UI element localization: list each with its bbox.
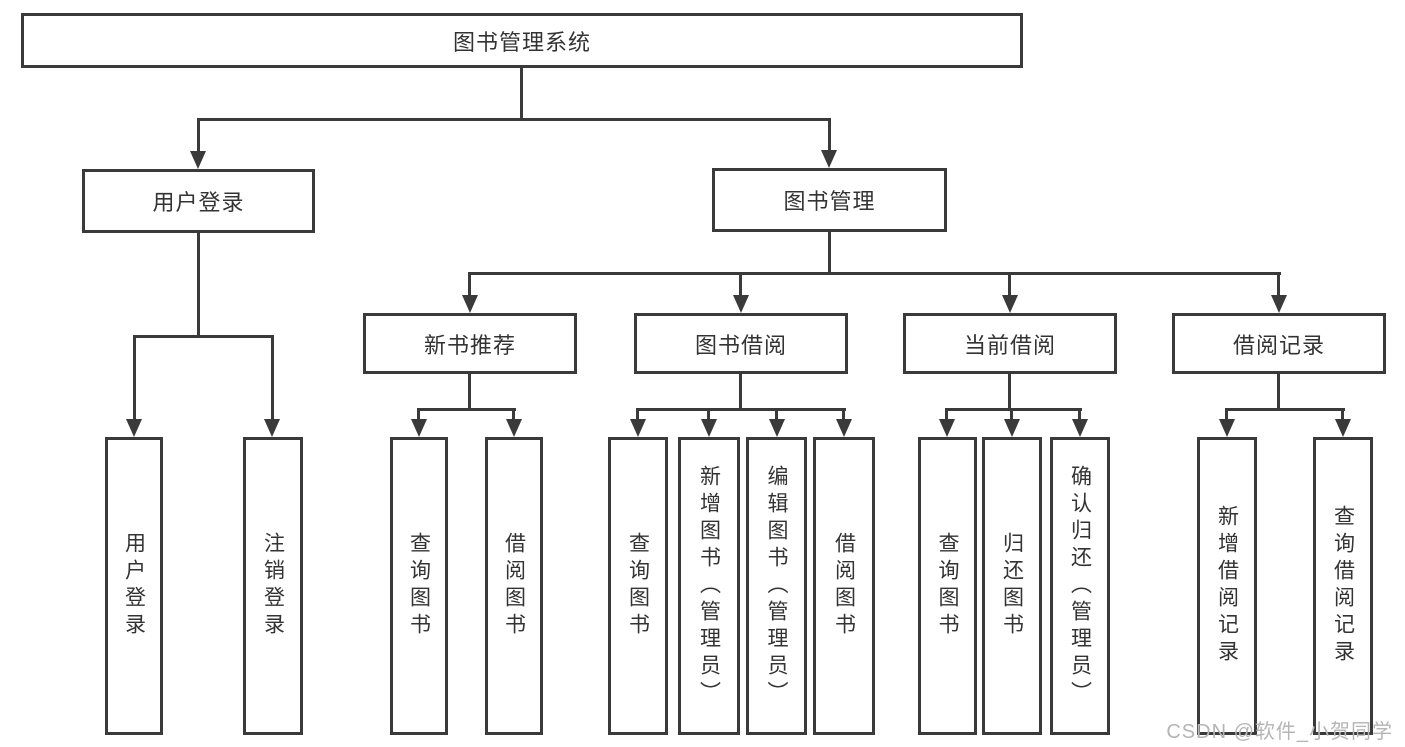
leaf-node-borrow-book-label: 借阅图书 [832,532,856,640]
leaf-node-return-book-label: 归还图书 [1000,532,1024,640]
connector-line [1078,411,1081,419]
connector-line [197,121,200,151]
arrowhead-down-icon [769,419,785,437]
node-borrow-record-label: 借阅记录 [1232,332,1325,358]
node-borrow-record: 借阅记录 [1172,313,1386,374]
node-current-borrow-label: 当前借阅 [963,332,1056,358]
leaf-node-borrow-book-recommend: 借阅图书 [485,437,543,735]
leaf-node-query-book-current-label: 查询图书 [936,532,959,640]
connector-line [739,374,742,411]
arrowhead-down-icon [264,419,280,437]
leaf-node-edit-book-admin-label: 编辑图书（管理员） [765,464,788,708]
leaf-node-query-borrow-record-label: 查询借阅记录 [1331,505,1355,667]
node-user-login-label: 用户登录 [152,190,245,215]
arrowhead-down-icon [411,419,427,437]
leaf-node-borrow-book-recommend-label: 借阅图书 [502,532,526,640]
arrowhead-down-icon [1271,295,1287,313]
connector-line [1341,411,1344,419]
watermark: CSDN @软件_小贺同学 [1166,721,1393,743]
leaf-node-add-borrow-record-label: 新增借阅记录 [1215,505,1239,667]
arrowhead-down-icon [733,295,749,313]
connector-line [945,408,1082,411]
leaf-node-query-book-borrow-label: 查询图书 [626,532,650,640]
connector-line [271,338,274,419]
leaf-node-query-book-recommend: 查询图书 [390,437,448,735]
leaf-node-query-book-recommend-label: 查询图书 [407,532,431,640]
connector-line [636,408,846,411]
leaf-node-query-book-current: 查询图书 [918,437,977,735]
connector-line [707,411,710,419]
arrowhead-down-icon [630,419,646,437]
arrowhead-down-icon [939,419,955,437]
leaf-node-edit-book-admin: 编辑图书（管理员） [746,437,807,735]
connector-line [1277,275,1280,295]
leaf-node-confirm-return-admin-label: 确认归还（管理员） [1068,464,1092,708]
connector-line [197,118,831,121]
leaf-node-user-login: 用户登录 [105,437,163,735]
leaf-node-logout: 注销登录 [243,437,303,735]
leaf-node-user-login-label: 用户登录 [122,532,146,640]
node-book-borrow-label: 图书借阅 [694,332,787,358]
connector-line [828,232,831,275]
arrowhead-down-icon [462,295,478,313]
arrowhead-down-icon [1219,419,1235,437]
arrowhead-down-icon [836,419,852,437]
leaf-node-query-book-borrow: 查询图书 [608,437,668,735]
leaf-node-query-borrow-record: 查询借阅记录 [1313,437,1373,735]
leaf-node-add-borrow-record: 新增借阅记录 [1197,437,1257,735]
connector-line [945,411,948,419]
connector-line [197,233,200,338]
connector-line [417,408,516,411]
leaf-node-borrow-book: 借阅图书 [813,437,875,735]
leaf-node-add-book-admin-label: 新增图书（管理员） [697,464,721,708]
connector-line [775,411,778,419]
connector-line [468,272,1281,275]
connector-line [520,68,523,121]
connector-line [1010,411,1013,419]
node-book-management-label: 图书管理 [783,189,876,214]
connector-line [828,121,831,150]
arrowhead-down-icon [1335,419,1351,437]
node-new-book-recommend-label: 新书推荐 [423,332,516,358]
arrowhead-down-icon [506,419,522,437]
node-book-management: 图书管理 [712,168,947,232]
connector-line [1225,411,1228,419]
connector-line [468,275,471,295]
node-book-borrow: 图书借阅 [634,313,848,374]
arrowhead-down-icon [1072,419,1088,437]
node-new-book-recommend: 新书推荐 [363,313,577,374]
connector-line [1008,374,1011,411]
connector-line [512,411,515,419]
node-current-borrow: 当前借阅 [903,313,1117,374]
arrowhead-down-icon [190,151,206,169]
leaf-node-add-book-admin: 新增图书（管理员） [678,437,740,735]
root-node-label: 图书管理系统 [452,29,591,55]
node-user-login: 用户登录 [82,169,315,233]
connector-line [1277,374,1280,411]
connector-line [1225,408,1345,411]
connector-line [1008,275,1011,295]
leaf-node-return-book: 归还图书 [982,437,1042,735]
connector-line [739,275,742,295]
connector-line [133,338,136,419]
connector-line [417,411,420,419]
arrowhead-down-icon [1002,295,1018,313]
connector-line [842,411,845,419]
connector-line [133,335,274,338]
connector-line [636,411,639,419]
arrowhead-down-icon [1004,419,1020,437]
arrowhead-down-icon [126,419,142,437]
leaf-node-confirm-return-admin: 确认归还（管理员） [1050,437,1110,735]
arrowhead-down-icon [821,150,837,168]
arrowhead-down-icon [701,419,717,437]
leaf-node-logout-label: 注销登录 [261,532,285,640]
root-node-library-system: 图书管理系统 [21,13,1023,68]
connector-line [468,374,471,411]
